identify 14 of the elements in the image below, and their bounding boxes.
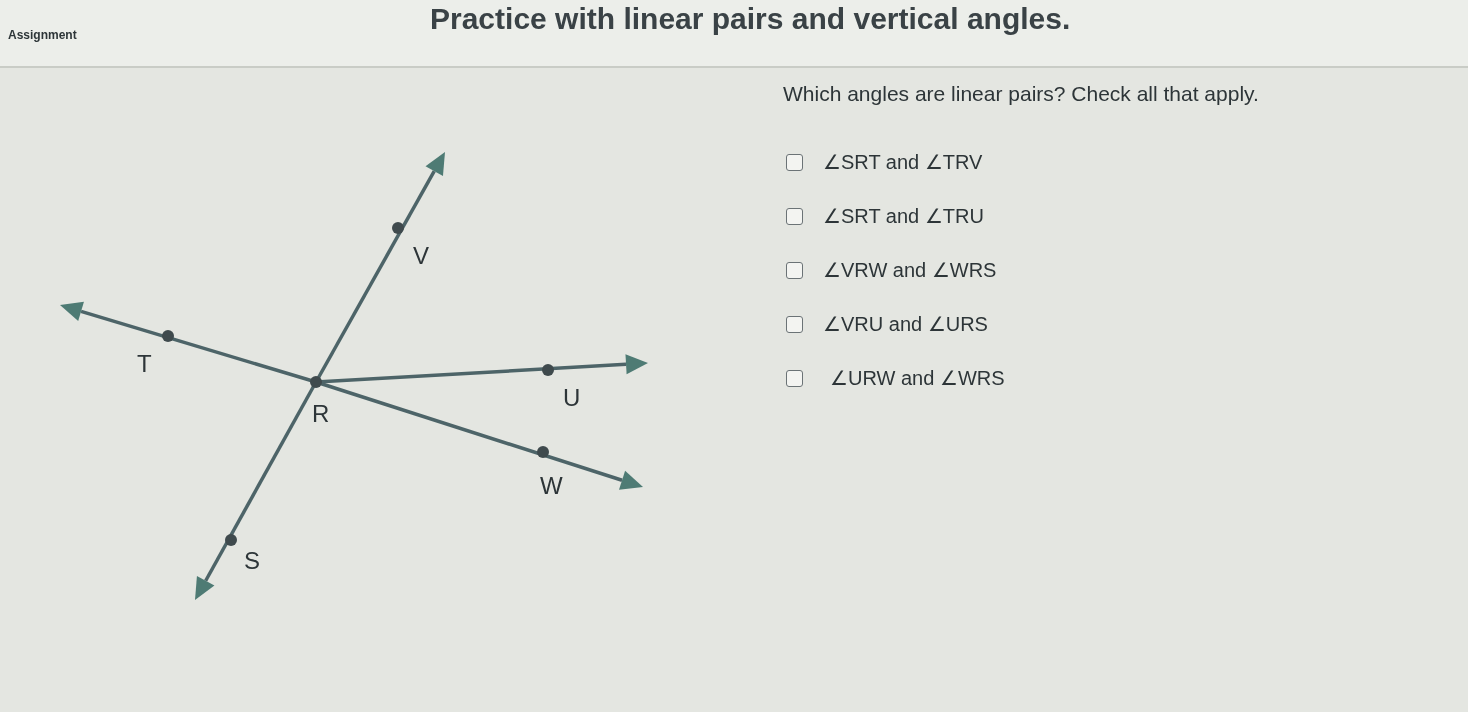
point-label: V	[413, 242, 429, 270]
point-label: R	[312, 400, 330, 428]
section-label: Assignment	[8, 28, 77, 42]
point-label: U	[563, 384, 581, 412]
answer-option-text: ∠VRU and ∠URS	[823, 312, 988, 336]
page-title: Practice with linear pairs and vertical angles.	[430, 2, 1071, 36]
question-text: Which angles are linear pairs? Check all that apply.	[783, 82, 1259, 106]
answer-option-text: ∠URW and ∠WRS	[830, 366, 1005, 390]
answer-option-text: ∠SRT and ∠TRU	[823, 204, 984, 228]
point-label: T	[137, 350, 152, 378]
answer-option-text: ∠VRW and ∠WRS	[823, 258, 997, 282]
answer-option-text: ∠SRT and ∠TRV	[823, 150, 983, 174]
point-label: S	[244, 547, 260, 575]
point-label: W	[540, 472, 563, 500]
